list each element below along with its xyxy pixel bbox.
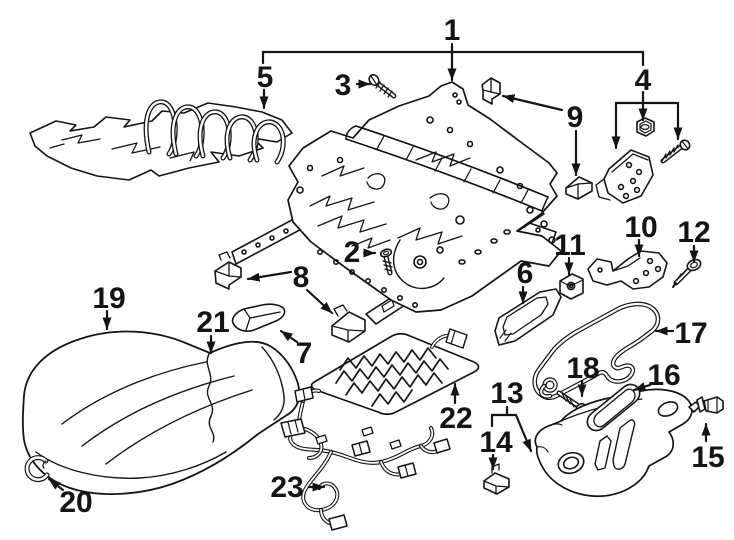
callout-number-8[interactable]: 8 [293,261,310,294]
callout-5[interactable]: 5 [257,61,274,110]
callout-14[interactable]: 14 [479,426,513,471]
part-clip-right-8 [331,304,366,343]
callout-number-22[interactable]: 22 [439,402,472,435]
callout-number-18[interactable]: 18 [566,352,599,385]
callout-number-20[interactable]: 20 [59,486,92,519]
callout-15[interactable]: 15 [691,422,725,474]
part-clip-nut-11 [559,273,584,300]
part-screw-12 [672,258,702,288]
part-clip-upper-9 [481,77,501,105]
callout-11[interactable]: 11 [554,229,586,276]
callout-number-13[interactable]: 13 [490,377,523,410]
callout-20[interactable]: 20 [47,477,93,519]
leader-line [261,50,645,67]
callout-22[interactable]: 22 [439,382,473,435]
callout-4[interactable]: 4 [611,64,683,150]
callout-7[interactable]: 7 [279,329,313,370]
part-heater-pad-22 [310,328,480,416]
part-nut-4 [636,117,655,137]
part-end-cap-7 [231,303,286,332]
callout-2[interactable]: 2 [344,236,377,269]
leader-line [514,413,533,453]
leader-line [246,270,293,282]
callout-number-5[interactable]: 5 [257,61,274,94]
callout-number-4[interactable]: 4 [635,64,652,97]
callout-17[interactable]: 17 [654,317,708,350]
callout-9[interactable]: 9 [501,94,584,177]
part-bracket-10 [587,250,668,290]
callout-3[interactable]: 3 [335,69,372,102]
part-clip-lower-9 [565,176,593,200]
callout-number-21[interactable]: 21 [196,306,229,339]
callout-number-3[interactable]: 3 [335,69,352,102]
part-clip-14 [483,463,510,495]
part-hog-ring-20 [24,455,50,483]
parts-layer [21,74,724,531]
part-seat-frame-1 [287,81,562,313]
part-screw-2 [379,248,393,276]
part-trim-cover-6 [494,288,562,346]
callout-1[interactable]: 1 [261,14,645,82]
callout-number-6[interactable]: 6 [517,257,534,290]
callout-21[interactable]: 21 [196,306,230,355]
leader-line [47,477,65,492]
callout-19[interactable]: 19 [92,282,126,331]
leader-line [501,94,564,112]
part-seat-cushion-19 [21,330,301,495]
callout-12[interactable]: 12 [677,216,711,264]
part-bolt-3 [368,74,397,99]
callout-number-11[interactable]: 11 [554,229,586,262]
part-spring-mat-5 [29,99,293,181]
part-cushion-frame-wire-17 [532,301,661,401]
callout-number-7[interactable]: 7 [296,337,313,370]
callout-number-10[interactable]: 10 [624,211,657,244]
callout-8[interactable]: 8 [246,261,334,315]
callout-number-19[interactable]: 19 [92,282,125,315]
part-clip-left-8 [214,251,242,290]
part-bolt-4 [660,139,691,164]
callout-number-1[interactable]: 1 [444,14,461,47]
callout-number-14[interactable]: 14 [479,426,513,459]
part-wiring-harness-23 [280,386,451,531]
callout-18[interactable]: 18 [566,352,600,398]
callout-number-12[interactable]: 12 [677,216,710,249]
leader-line [279,329,299,344]
part-side-shield-13 [534,388,693,498]
leader-line [632,382,652,392]
callout-13[interactable]: 13 [490,377,533,453]
callout-number-2[interactable]: 2 [344,236,361,269]
callout-6[interactable]: 6 [517,257,534,305]
callout-number-23[interactable]: 23 [270,471,303,504]
callout-23[interactable]: 23 [270,471,326,504]
callout-10[interactable]: 10 [624,211,658,258]
callout-number-9[interactable]: 9 [567,101,584,134]
callout-number-16[interactable]: 16 [647,359,680,392]
callout-16[interactable]: 16 [632,359,681,392]
part-push-pin-15 [688,396,724,414]
leader-line [305,288,334,315]
callout-number-15[interactable]: 15 [691,441,724,474]
part-recliner-mount-4 [595,149,654,204]
callout-number-17[interactable]: 17 [674,317,707,350]
